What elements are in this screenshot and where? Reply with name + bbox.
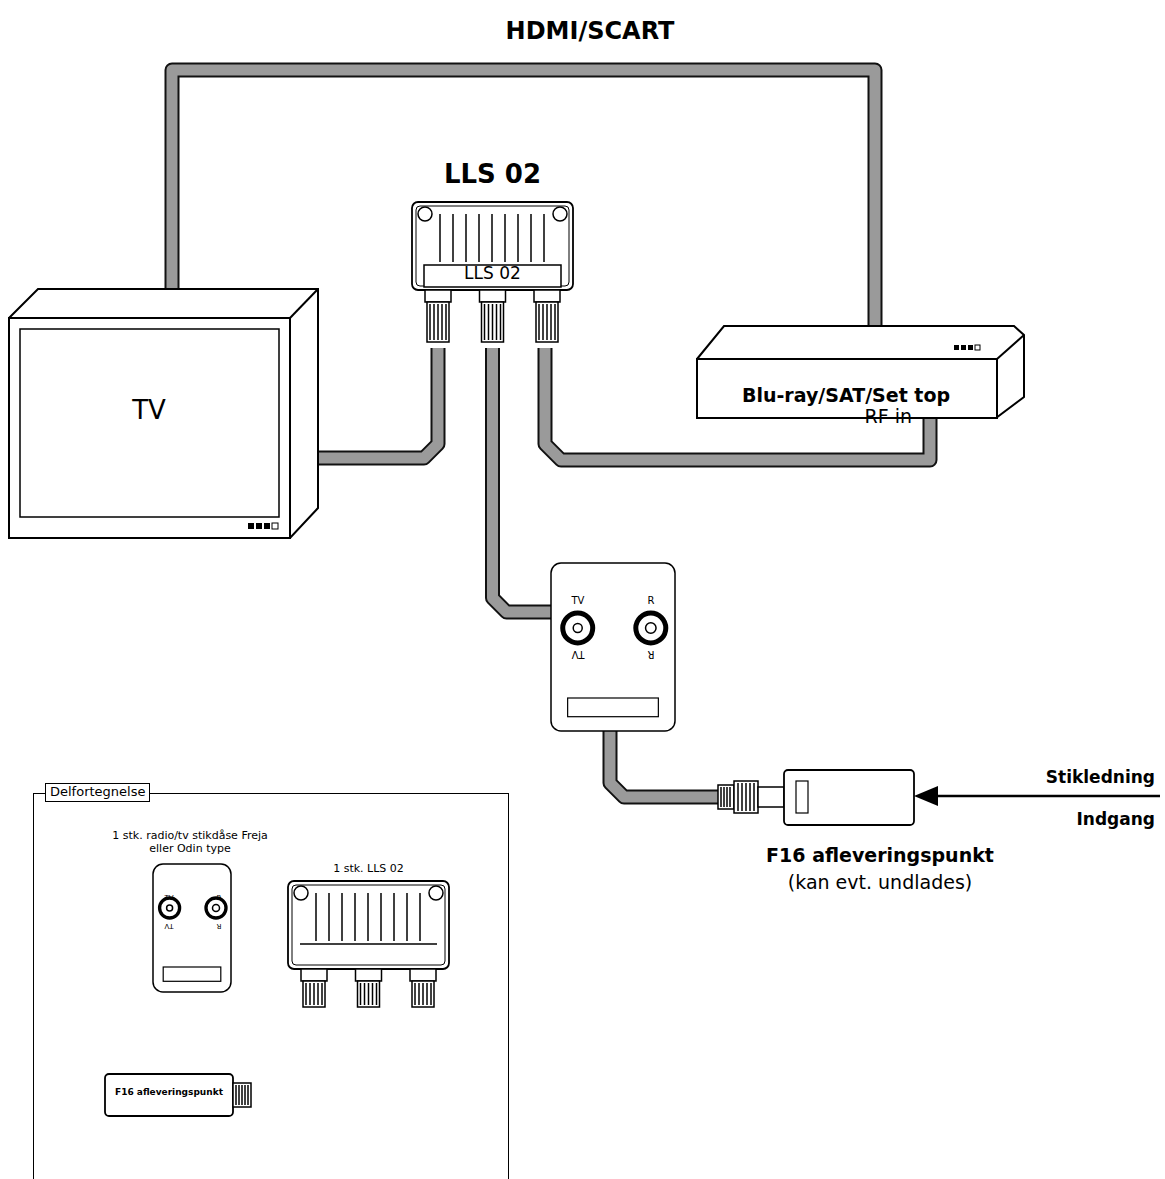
splitter-label: LLS 02 bbox=[405, 264, 580, 284]
list-title: Delfortegnelse bbox=[45, 783, 150, 802]
player-box: Blu-ray/SAT/Set top bbox=[696, 325, 1026, 420]
splitter: LLS 02 LLS 02 bbox=[405, 160, 580, 350]
part-caption: 1 stk. LLS 02 bbox=[281, 863, 456, 876]
cable bbox=[310, 348, 438, 458]
signal-label: Indgang bbox=[1076, 810, 1155, 830]
cable-label: HDMI/SCART bbox=[506, 18, 675, 46]
jack-label: TV bbox=[563, 595, 593, 607]
input-arrow bbox=[914, 786, 1160, 806]
device-name: Blu-ray/SAT/Set top bbox=[696, 385, 996, 407]
part-caption: 1 stk. radio/tv stikdåse Freja eller Odi… bbox=[105, 830, 275, 855]
splitter-part: 1 stk. LLS 02 bbox=[281, 863, 456, 1013]
wall-outlet-outline bbox=[550, 562, 676, 732]
tv-set: TV bbox=[8, 288, 320, 540]
jack-label: R bbox=[209, 922, 229, 930]
outlet-part: 1 stk. radio/tv stikdåse Freja eller Odi… bbox=[105, 830, 275, 995]
part-note: (kan evt. undlades) bbox=[760, 872, 1000, 894]
jack-label: TV bbox=[563, 648, 593, 660]
signal-label: Stikledning bbox=[1046, 768, 1155, 788]
jack-label: TV bbox=[159, 922, 179, 930]
jack-label: R bbox=[209, 894, 229, 902]
cable-label: RF in bbox=[865, 406, 913, 428]
delivery-point: F16 afleveringspunkt (kan evt. undlades) bbox=[700, 765, 1060, 900]
jack-label: R bbox=[636, 648, 666, 660]
jack-label: TV bbox=[159, 894, 179, 902]
wall-outlet: TV R TV R bbox=[550, 562, 676, 732]
parts-list: Delfortegnelse1 stk. radio/tv stikdåse F… bbox=[33, 793, 509, 1179]
jack-label: R bbox=[636, 595, 666, 607]
part-name: F16 afleveringspunkt bbox=[760, 845, 1000, 867]
f16-part: F16 afleveringspunkt bbox=[104, 1073, 254, 1117]
part-name: F16 afleveringspunkt bbox=[108, 1087, 230, 1097]
device-name: TV bbox=[8, 396, 290, 426]
cable bbox=[610, 730, 718, 797]
splitter-heading: LLS 02 bbox=[405, 160, 580, 190]
outlet-part-outline bbox=[105, 830, 275, 995]
splitter-part-outline bbox=[281, 863, 456, 1013]
parts-list-outline bbox=[33, 793, 509, 1179]
